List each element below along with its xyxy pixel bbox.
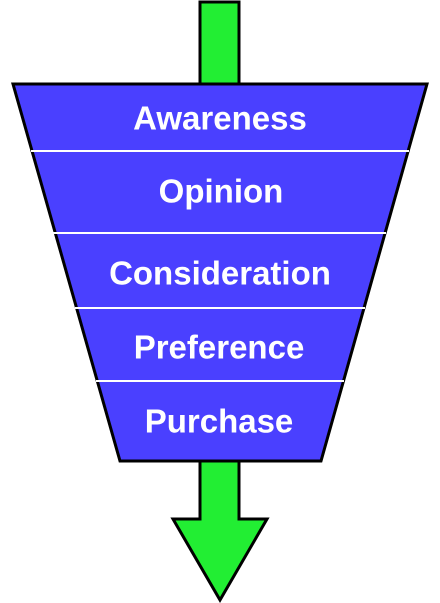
stage-label-purchase: Purchase	[145, 403, 294, 440]
stage-label-opinion: Opinion	[159, 173, 284, 210]
output-arrow	[170, 459, 270, 603]
stage-label-awareness: Awareness	[133, 100, 307, 137]
stage-label-consideration: Consideration	[109, 255, 331, 292]
input-arrow	[198, 0, 241, 86]
funnel-body	[11, 82, 429, 463]
stage-label-preference: Preference	[134, 329, 305, 366]
